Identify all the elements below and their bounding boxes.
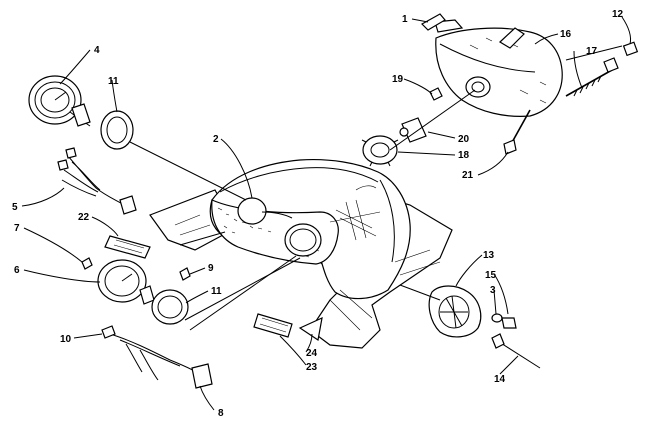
callout-2: 2: [213, 134, 219, 145]
screw-part-19: [429, 87, 443, 101]
callout-20: 20: [458, 134, 470, 145]
callout-19: 19: [392, 74, 404, 85]
callout-7: 7: [14, 223, 20, 234]
callout-11a: 11: [108, 76, 119, 87]
nut-part-15: [501, 317, 517, 329]
bolt-part-21: [503, 109, 531, 155]
callout-18: 18: [458, 150, 470, 161]
callout-13: 13: [483, 250, 495, 261]
gauge-housing-right: [428, 285, 482, 338]
tachometer-gauge: [97, 259, 155, 305]
callout-11b: 11: [211, 286, 222, 297]
leader-lines: [21, 16, 631, 411]
callout-4: 4: [94, 45, 100, 56]
washer-part: [491, 313, 503, 323]
callout-1: 1: [402, 14, 408, 25]
callout-9: 9: [208, 263, 214, 274]
callout-23: 23: [306, 362, 318, 373]
dash-cover: [149, 158, 453, 349]
decal-part-24: [298, 316, 323, 342]
screw-part-9: [179, 267, 191, 281]
headlight-housing: [434, 19, 563, 117]
cable-part: [491, 333, 541, 369]
callout-labels: 1 2 3 4 5 6 7 8 9 10 11 11 12 13 14 15 1…: [12, 9, 624, 419]
callout-8: 8: [218, 408, 224, 419]
callout-10: 10: [60, 334, 72, 345]
callout-21: 21: [462, 170, 474, 181]
clip-part: [421, 13, 446, 31]
bezel-ring-lower: [151, 289, 189, 325]
nut-part-12: [622, 41, 639, 57]
callout-12: 12: [612, 9, 624, 20]
screw-part-7: [81, 257, 93, 270]
spring-screw: [565, 57, 619, 97]
decal-part-23: [253, 313, 293, 338]
bulb-part: [399, 117, 427, 143]
wiring-harness-upper: [57, 147, 137, 215]
callout-17: 17: [586, 46, 598, 57]
callout-14: 14: [494, 374, 506, 385]
wiring-harness-lower: [101, 325, 213, 389]
decal-part-22: [104, 235, 151, 259]
callout-3: 3: [490, 285, 496, 296]
retainer-ring: [361, 135, 399, 167]
speedometer-gauge: [28, 75, 91, 127]
callout-22: 22: [78, 212, 90, 223]
bezel-ring-upper: [100, 110, 134, 150]
callout-24: 24: [306, 348, 318, 359]
callout-6: 6: [14, 265, 20, 276]
callout-16: 16: [560, 29, 572, 40]
callout-15: 15: [485, 270, 497, 281]
callout-5: 5: [12, 202, 18, 213]
